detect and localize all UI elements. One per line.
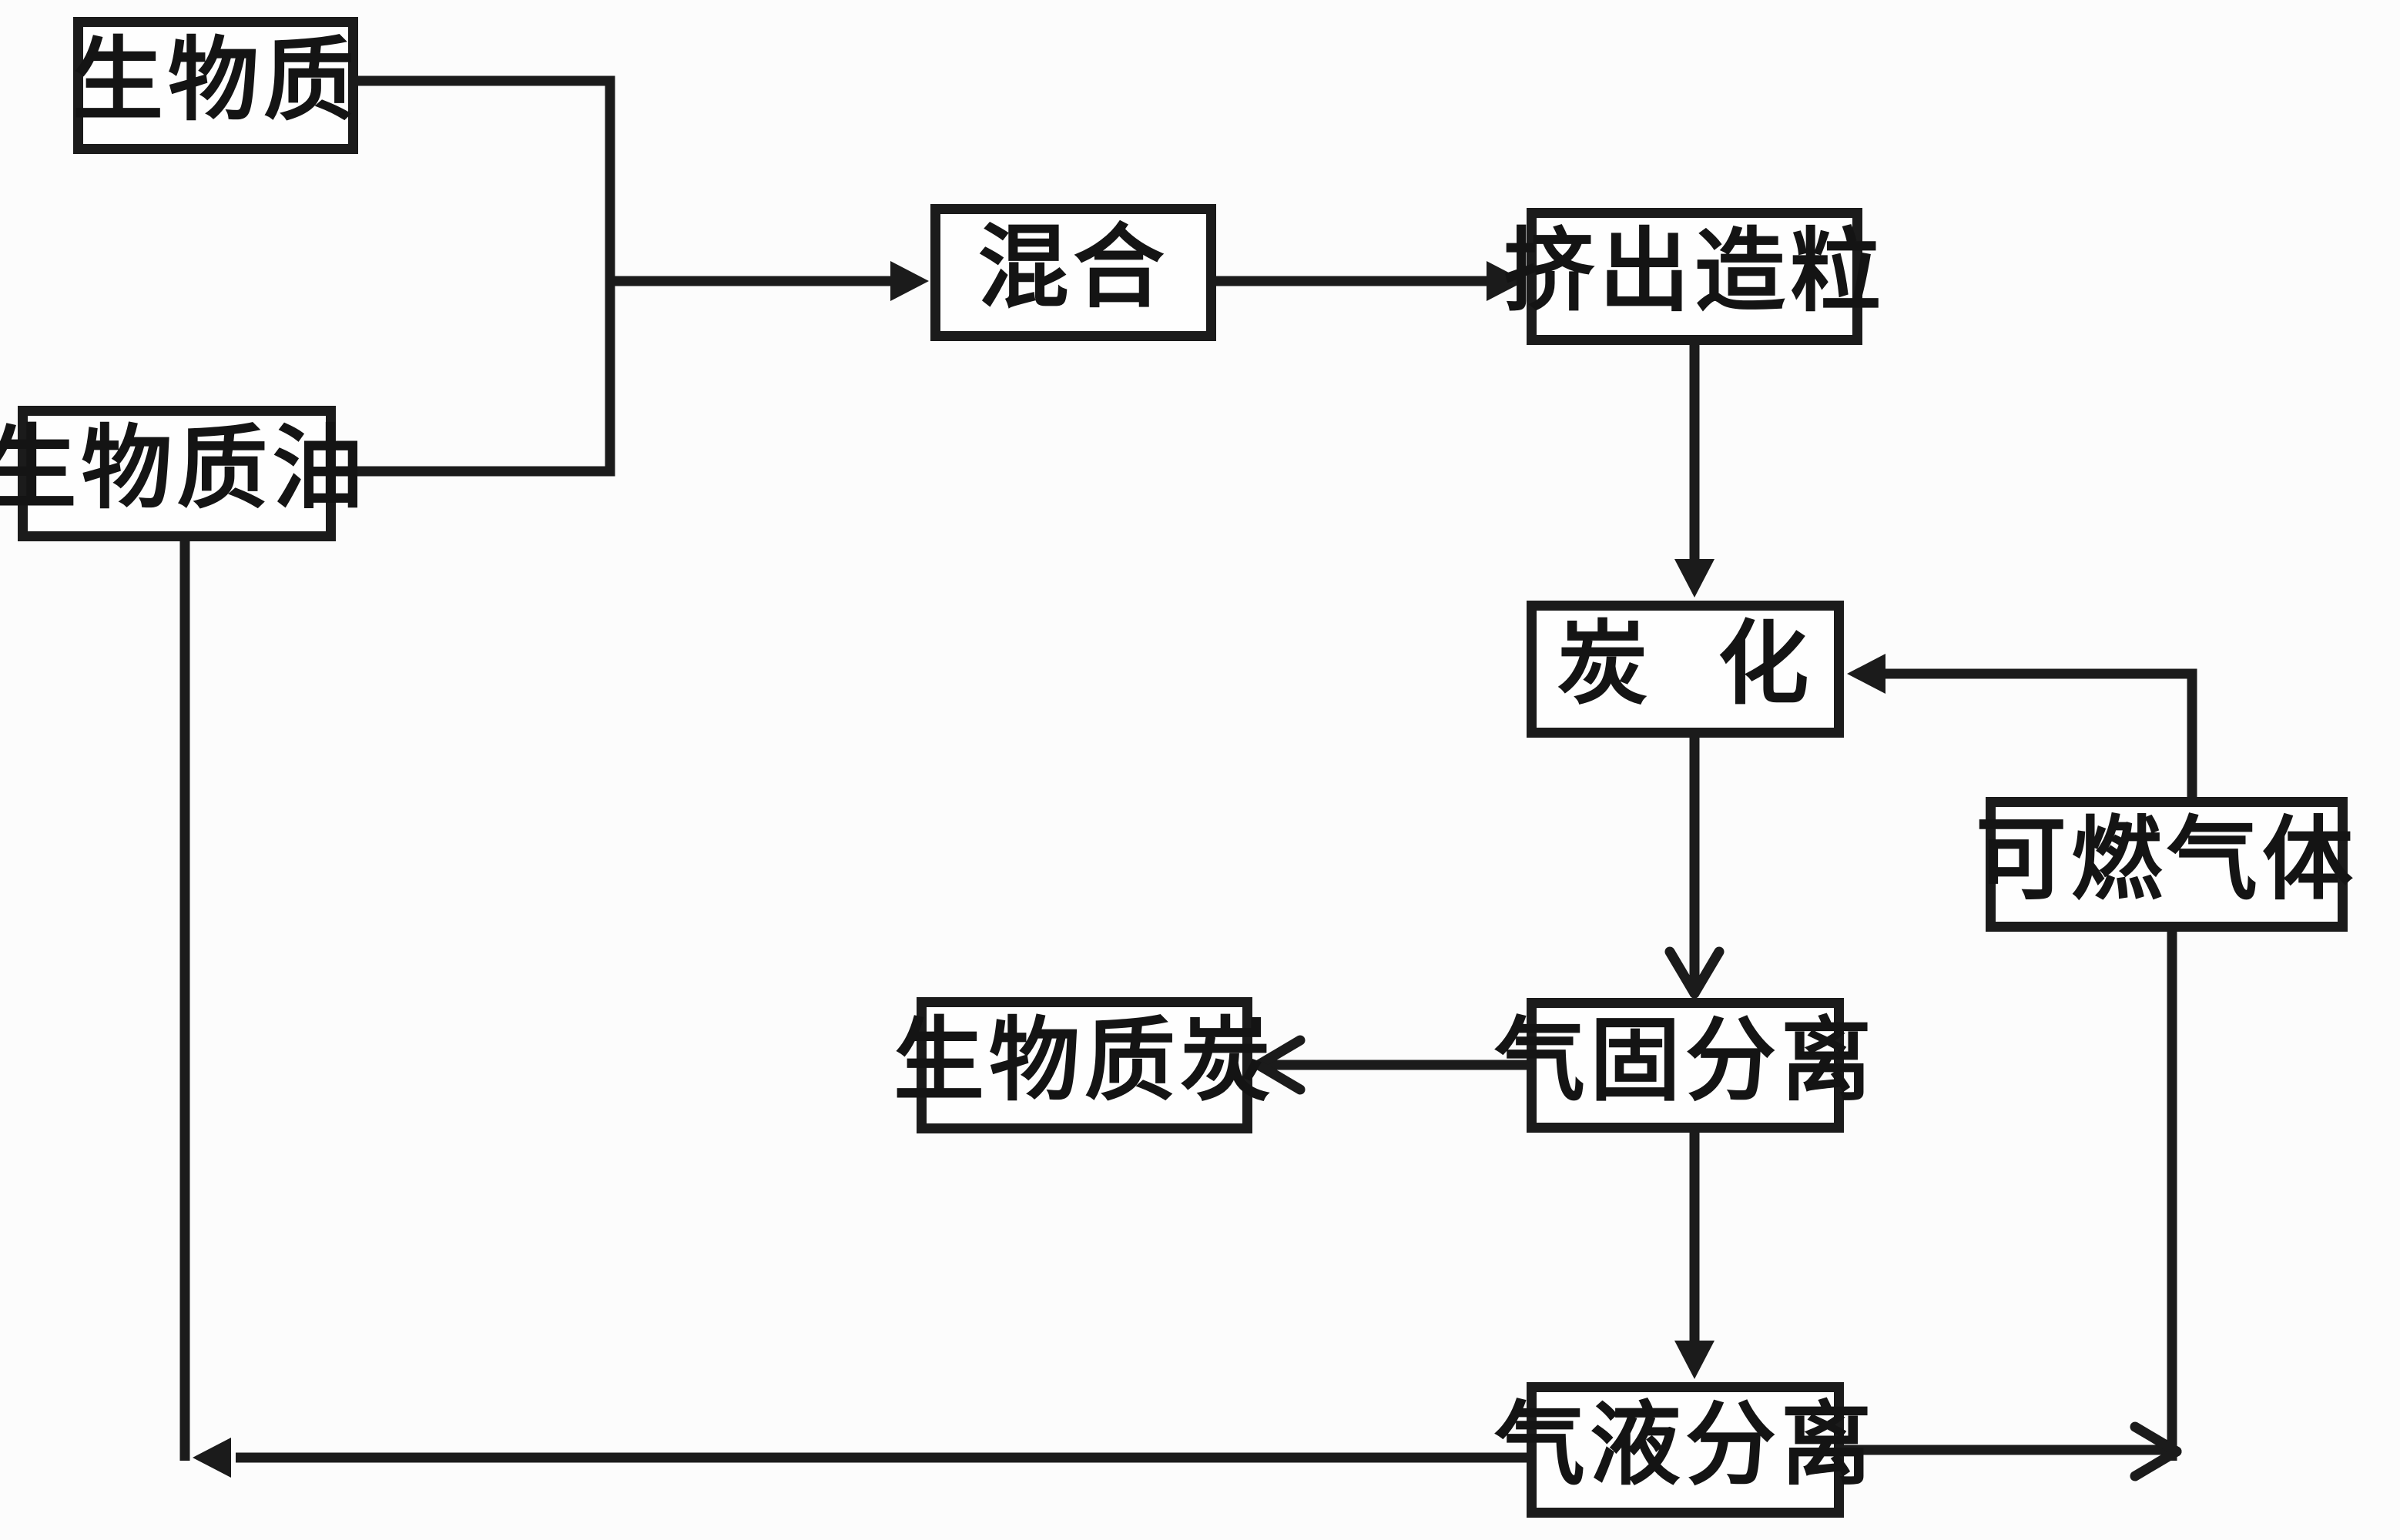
box-extrusion-granulation: 挤出造粒 — [1503, 208, 1881, 345]
arrowhead-left-icon — [1847, 654, 1885, 694]
flow-combustible-to-carbonization — [1847, 654, 2197, 797]
flow-mixing-to-extrusion — [1216, 261, 1525, 301]
arrowhead-left-icon — [193, 1438, 231, 1478]
box-mixing: 混合 — [930, 204, 1216, 341]
arrowhead-left-open-icon — [1253, 1060, 1306, 1095]
box-carbonization: 炭 化 — [1527, 601, 1844, 738]
arrowhead-right-icon — [1487, 261, 1525, 301]
box-biomass-char: 生物质炭 — [893, 997, 1271, 1133]
box-biomass-oil: 生物质油 — [0, 406, 364, 541]
box-mixing-label: 混合 — [977, 217, 1169, 319]
box-extrusion-granulation-label: 挤出造粒 — [1503, 221, 1886, 323]
arrowhead-down-icon — [1674, 559, 1715, 598]
box-gas-liquid-separation-label: 气液分离 — [1494, 1394, 1877, 1496]
arrowhead-down-open-icon — [1689, 946, 1725, 999]
box-gas-solid-separation: 气固分离 — [1494, 998, 1872, 1133]
arrowhead-right-icon — [890, 261, 929, 301]
flow-gas-solid-to-char — [1253, 1035, 1527, 1095]
flow-gas-solid-to-gas-liquid — [1674, 1133, 1715, 1379]
flow-gas-liquid-to-biomass-oil — [179, 541, 1527, 1478]
flow-gas-liquid-to-combustible — [1844, 931, 2182, 1481]
box-biomass: 生物质 — [72, 17, 360, 154]
box-gas-solid-separation-label: 气固分离 — [1494, 1009, 1877, 1112]
box-gas-liquid-separation: 气液分离 — [1494, 1382, 1872, 1518]
box-combustible-gas-label: 可燃气体 — [1976, 808, 2358, 911]
flow-biomass-join — [336, 75, 615, 477]
box-biomass-char-label: 生物质炭 — [893, 1009, 1276, 1112]
flow-carbonization-to-gas-solid — [1664, 738, 1725, 999]
flow-extrusion-to-carbonization — [1674, 345, 1715, 598]
arrowhead-left-open-icon — [1253, 1035, 1306, 1070]
box-biomass-oil-label: 生物质油 — [0, 418, 368, 520]
box-combustible-gas: 可燃气体 — [1976, 797, 2353, 932]
arrowhead-down-icon — [1674, 1341, 1715, 1379]
box-biomass-label: 生物质 — [72, 30, 360, 132]
box-carbonization-label: 炭 化 — [1557, 614, 1814, 715]
flow-join-to-mixing — [610, 261, 929, 301]
arrowhead-down-open-icon — [1664, 946, 1700, 999]
